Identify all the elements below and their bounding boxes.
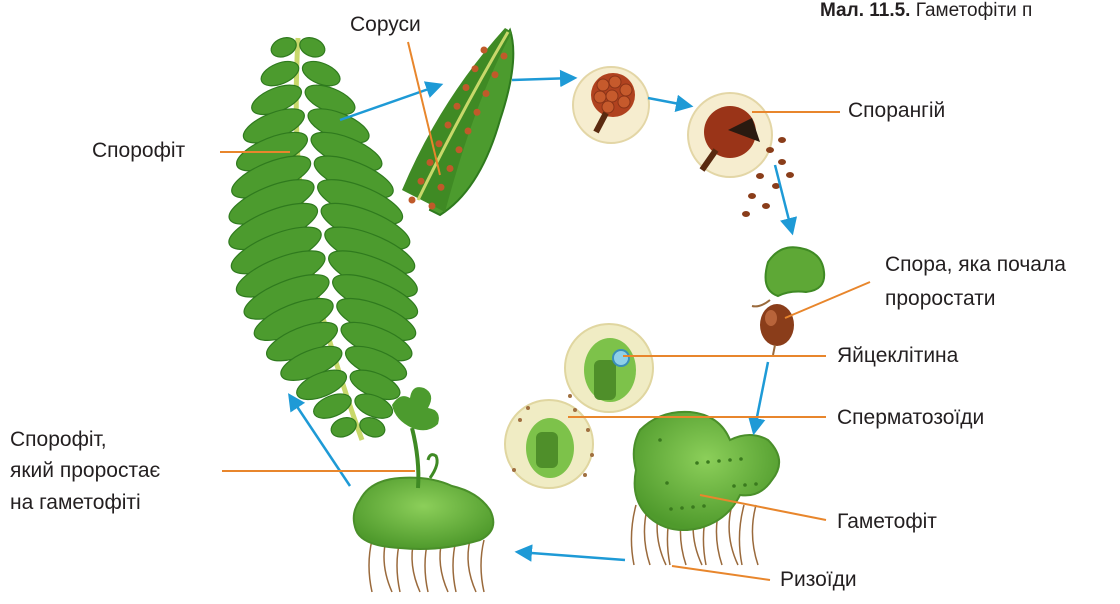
germinating-spore [752, 247, 824, 355]
label-sporofit: Спорофіт [92, 138, 185, 164]
arrow-spore-to-gametophyte [754, 362, 768, 432]
label-spora-line1: Спора, яка почала [885, 252, 1066, 278]
label-sorusy: Соруси [350, 12, 421, 38]
label-gametofit: Гаметофіт [837, 509, 937, 535]
label-rizoidy: Ризоїди [780, 567, 857, 593]
archegonium-detail [565, 324, 653, 412]
label-yaytseklityna: Яйцеклітина [837, 343, 958, 369]
label-sporangiy: Спорангій [848, 98, 945, 124]
figure-caption: Мал. 11.5. Гаметофіти п [820, 0, 1032, 22]
label-spora-line2: проростати [885, 286, 996, 312]
label-sporofit-young-line1: Спорофіт, [10, 427, 107, 453]
label-sporofit-young-line3: на гаметофіті [10, 490, 141, 516]
figure-title: Гаметофіти п [916, 0, 1033, 21]
arrow-gametophyte-to-young [518, 552, 625, 560]
gametophyte [631, 412, 779, 565]
sporophyte-frond [223, 34, 423, 440]
label-sporofit-young-line2: який проростає [10, 458, 160, 484]
figure-number: Мал. 11.5. [820, 0, 910, 21]
label-spermatozoidy: Сперматозоїди [837, 405, 984, 431]
arrow-sporangium-to-open [648, 98, 690, 106]
sporangium-closed [573, 67, 649, 143]
antheridium-detail [505, 394, 594, 488]
frond-with-sori [402, 28, 513, 215]
arrow-sori-to-sporangium [512, 78, 574, 80]
